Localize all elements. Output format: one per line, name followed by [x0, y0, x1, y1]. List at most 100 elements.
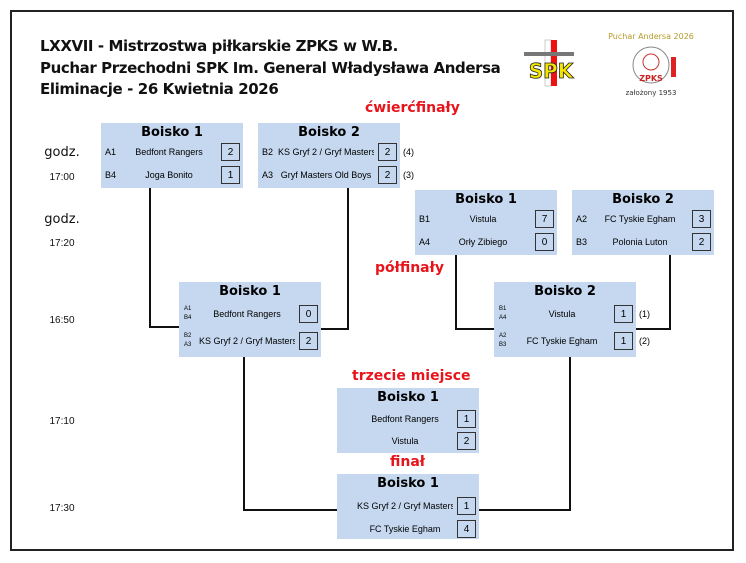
- time-label: godz.: [44, 145, 80, 160]
- penalty-note: (4): [403, 147, 414, 157]
- seed-label: B2: [262, 147, 274, 157]
- title-line-3: Eliminacje - 26 Kwietnia 2026: [40, 80, 279, 98]
- match-final: Boisko 1 KS Gryf 2 / Gryf Masters 2 1 FC Ty…: [337, 474, 479, 539]
- connector: [243, 357, 245, 511]
- svg-text:Puchar Andersa 2026: Puchar Andersa 2026: [608, 32, 694, 41]
- svg-text:założony 1953: założony 1953: [626, 89, 677, 97]
- connector: [149, 326, 179, 328]
- team-name: KS Gryf 2 / Gryf Masters 2: [199, 336, 295, 346]
- seed-label: B2 A3: [184, 333, 192, 348]
- seed-label: A2 B3: [499, 333, 507, 348]
- connector: [479, 509, 571, 511]
- connector: [243, 509, 337, 511]
- team-row: B3 Polonia Luton 2: [572, 233, 714, 253]
- time-value: 17:10: [49, 416, 75, 427]
- svg-text:SPK: SPK: [529, 59, 575, 83]
- seed-label: B4: [105, 170, 117, 180]
- team-row: A4 Orły Zibiego 0: [415, 233, 557, 253]
- connector: [455, 328, 494, 330]
- match-sf1: Boisko 1 A1 B4 Bedfont Rangers 0 B2 A3 KS Gry…: [179, 282, 321, 357]
- puchar-andersa-logo: Puchar Andersa 2026 ZPKS założony 1953: [608, 32, 694, 97]
- team-row: A1 B4 Bedfont Rangers 0: [179, 305, 321, 325]
- score-box: 3: [692, 210, 711, 228]
- score-box: 1: [457, 410, 476, 428]
- team-row: FC Tyskie Egham 4: [337, 520, 479, 540]
- score-box: 4: [457, 520, 476, 538]
- seed-label: A1 B4: [184, 306, 192, 321]
- match-qf2: Boisko 2 B2 KS Gryf 2 / Gryf Masters 2 2 (4)…: [258, 123, 414, 188]
- team-name: FC Tyskie Egham: [526, 336, 598, 346]
- team-name: Bedfont Rangers: [213, 309, 281, 319]
- pitch-label: Boisko 1: [219, 284, 281, 299]
- pitch-label: Boisko 1: [455, 192, 517, 207]
- penalty-note: (3): [403, 170, 414, 180]
- score-box: 2: [457, 432, 476, 450]
- stage-semifinals: półfinały: [375, 260, 444, 276]
- team-name: KS Gryf 2 / Gryf Masters 2: [278, 147, 374, 157]
- team-name: KS Gryf 2 / Gryf Masters 2: [357, 501, 453, 511]
- stage-third-place: trzecie miejsce: [352, 368, 471, 384]
- pitch-label: Boisko 2: [534, 284, 596, 299]
- score-box: 2: [692, 233, 711, 251]
- team-name: Gryf Masters Old Boys: [280, 170, 372, 180]
- seed-label: A4: [419, 237, 431, 247]
- time-label: godz.: [44, 212, 80, 227]
- title-line-1: LXXVII - Mistrzostwa piłkarskie ZPKS w W…: [40, 37, 398, 55]
- seed-label: A3: [262, 170, 274, 180]
- score-box: 1: [614, 332, 633, 350]
- seed-label: B1: [419, 214, 431, 224]
- team-row: Vistula 2: [337, 432, 479, 452]
- time-value: 17:00: [49, 172, 75, 183]
- pitch-label: Boisko 2: [298, 125, 360, 140]
- pitch-label: Boisko 2: [612, 192, 674, 207]
- score-box: 1: [457, 497, 476, 515]
- stage-quarterfinals: ćwierćfinały: [365, 100, 460, 116]
- connector: [669, 255, 671, 330]
- team-name: Bedfont Rangers: [371, 414, 439, 424]
- pitch-label: Boisko 1: [141, 125, 203, 140]
- spk-logo: SPK: [524, 39, 575, 87]
- score-box: 0: [299, 305, 318, 323]
- stage-final: finał: [390, 454, 425, 470]
- team-name: FC Tyskie Egham: [369, 524, 441, 534]
- frame: [10, 10, 734, 551]
- time-value: 16:50: [49, 315, 75, 326]
- score-box: 0: [535, 233, 554, 251]
- team-row: B1 Vistula 7: [415, 210, 557, 230]
- team-name: Orły Zibiego: [458, 237, 508, 247]
- team-row: B4 Joga Bonito 1: [101, 166, 243, 186]
- connector: [149, 188, 151, 328]
- connector: [455, 255, 457, 330]
- pitch-label: Boisko 1: [377, 476, 439, 491]
- seed-label: B1 A4: [499, 306, 507, 321]
- score-box: 2: [221, 143, 240, 161]
- connector: [321, 328, 349, 330]
- team-name: Joga Bonito: [145, 170, 193, 180]
- seed-label: B3: [576, 237, 588, 247]
- team-row: Bedfont Rangers 1: [337, 410, 479, 430]
- score-box: 2: [378, 143, 397, 161]
- team-name: Vistula: [548, 309, 576, 319]
- score-box: 1: [614, 305, 633, 323]
- score-box: 1: [221, 166, 240, 184]
- score-box: 2: [378, 166, 397, 184]
- team-name: Vistula: [391, 436, 419, 446]
- seed-label: A2: [576, 214, 588, 224]
- connector: [347, 188, 349, 330]
- team-name: Vistula: [469, 214, 497, 224]
- pitch-label: Boisko 1: [377, 390, 439, 405]
- score-box: 7: [535, 210, 554, 228]
- svg-text:ZPKS: ZPKS: [639, 74, 663, 83]
- connector: [569, 357, 571, 511]
- team-name: Polonia Luton: [612, 237, 668, 247]
